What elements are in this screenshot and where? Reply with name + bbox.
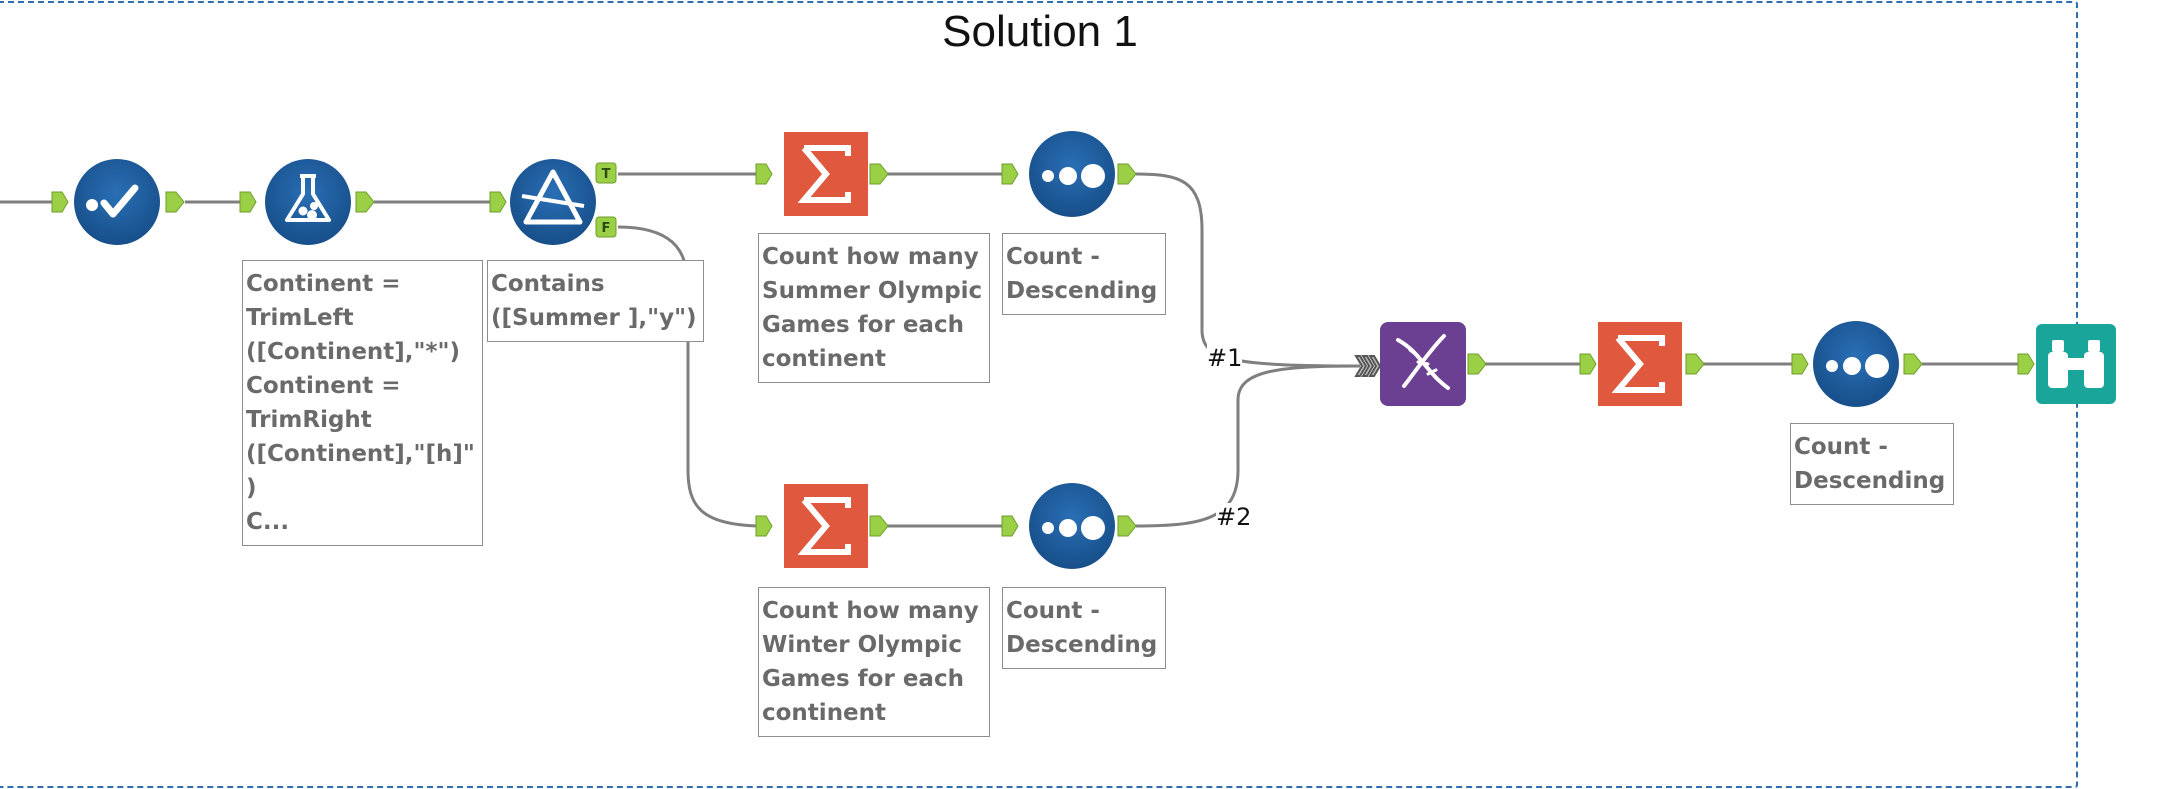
anchor-select-out: [165, 191, 185, 213]
anchor-filter-true: [595, 162, 617, 184]
anchor-summer-sum-out: [869, 163, 889, 185]
summarize-sigma-icon: [797, 145, 851, 203]
anchor-filter-in: [489, 191, 507, 213]
connection-sort-winter-to-union: [1135, 364, 1361, 528]
anchor-final-sum-in: [1579, 353, 1597, 375]
summarize-final-tool[interactable]: [1598, 322, 1682, 406]
summarize-summer-tool[interactable]: [784, 132, 868, 216]
filter-tool[interactable]: [510, 159, 596, 245]
summarize-winter-tool[interactable]: [784, 484, 868, 568]
select-tool[interactable]: [74, 159, 160, 245]
summarize-sigma-icon: [1611, 335, 1665, 393]
filter-output-anchors: T F: [595, 162, 617, 238]
union-tool[interactable]: [1380, 322, 1466, 406]
anchor-union-out: [1467, 353, 1487, 375]
union-input-label-2: #2: [1216, 503, 1252, 531]
anchor-union-in: [1354, 355, 1382, 377]
filter-annotation[interactable]: Contains ([Summer ],"y"): [487, 260, 704, 342]
anchor-summer-sort-in: [1001, 163, 1019, 185]
anchor-select-in: [51, 191, 69, 213]
anchor-filter-false: [595, 216, 617, 238]
sort-final-annotation[interactable]: Count - Descending: [1790, 423, 1954, 505]
union-dna-icon: [1396, 334, 1450, 390]
anchor-winter-sort-out: [1117, 515, 1137, 537]
browse-tool[interactable]: [2036, 324, 2116, 404]
sort-dots-icon: [1826, 354, 1889, 378]
anchor-final-sum-out: [1685, 353, 1705, 375]
anchor-summer-sum-in: [755, 163, 773, 185]
sort-winter-tool[interactable]: [1029, 483, 1115, 569]
summarize-sigma-icon: [797, 497, 851, 555]
anchor-filter-false-label: F: [602, 221, 611, 236]
anchor-final-sort-out: [1903, 353, 1923, 375]
anchor-winter-sort-in: [1001, 515, 1019, 537]
anchor-winter-sum-out: [869, 515, 889, 537]
connection-sort-summer-to-union: [1135, 172, 1361, 368]
summarize-summer-annotation[interactable]: Count how many Summer Olympic Games for …: [758, 233, 990, 383]
anchor-formula-in: [239, 191, 257, 213]
sort-final-tool[interactable]: [1813, 321, 1899, 407]
union-input-label-1: #1: [1207, 344, 1243, 372]
formula-tool[interactable]: [265, 159, 351, 245]
formula-flask-icon: [285, 174, 331, 222]
sort-dots-icon: [1042, 516, 1105, 540]
anchor-final-sort-in: [1791, 353, 1809, 375]
sort-summer-annotation[interactable]: Count - Descending: [1002, 233, 1166, 315]
anchor-formula-out: [355, 191, 375, 213]
summarize-winter-annotation[interactable]: Count how many Winter Olympic Games for …: [758, 587, 990, 737]
filter-triangle-icon: [521, 169, 585, 225]
sort-dots-icon: [1042, 164, 1105, 188]
anchor-winter-sum-in: [755, 515, 773, 537]
select-check-icon: [86, 184, 139, 218]
container-title: Solution 1: [942, 7, 1138, 56]
anchor-filter-true-label: T: [602, 167, 611, 182]
browse-binoculars-icon: [2048, 340, 2104, 388]
sort-summer-tool[interactable]: [1029, 131, 1115, 217]
sort-winter-annotation[interactable]: Count - Descending: [1002, 587, 1166, 669]
formula-annotation[interactable]: Continent = TrimLeft ([Continent],"*") C…: [242, 260, 483, 546]
anchors: [51, 163, 2035, 537]
anchor-browse-in: [2017, 353, 2035, 375]
anchor-summer-sort-out: [1117, 163, 1137, 185]
